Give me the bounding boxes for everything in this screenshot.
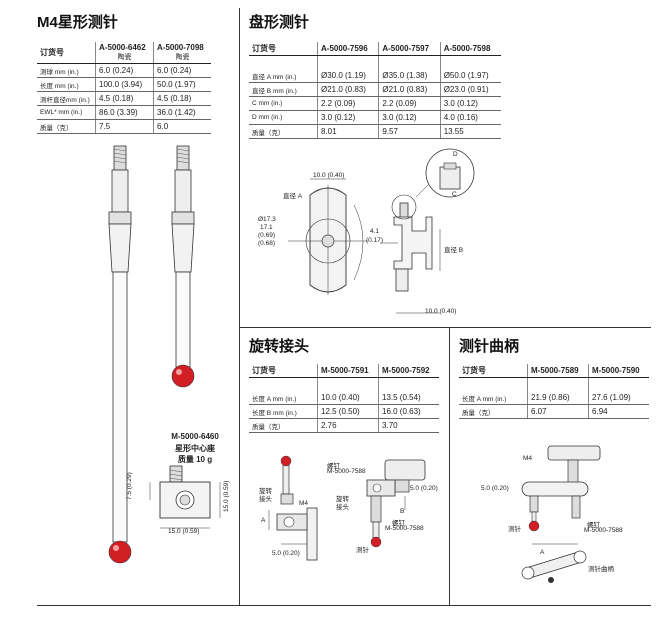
rotary-screw2: 螺钉 (392, 520, 405, 527)
disc-dia-b: 直径 B (444, 247, 464, 254)
table-row: EWL* mm (in.)86.0 (3.39)36.0 (1.42) (37, 105, 211, 120)
stylus-crank-illustration (521, 445, 601, 583)
disc-dim-41: 4.1 (370, 228, 380, 235)
section-title-m4-star: M4星形测针 (37, 14, 118, 31)
table-row: 长度 A mm (in.)21.9 (0.86)27.6 (1.09) (459, 391, 649, 405)
table-row: 直径 A mm (in.)Ø30.0 (1.19)Ø35.0 (1.38)Ø50… (249, 69, 501, 83)
divider-vertical-lower (449, 327, 450, 606)
rotary-joint2b: 接头 (336, 504, 349, 511)
column-header: M-5000-7590 (588, 364, 649, 378)
center-block-dim-height2: 15.0 (0.59) (223, 480, 230, 512)
section-title-disc: 盘形测针 (249, 14, 310, 31)
center-block-part: M-5000-6460 (171, 432, 219, 441)
header-label: 订货号 (37, 42, 96, 64)
disc-spec-table: 订货号 A-5000-7596 A-5000-7597 A-5000-7598 … (249, 42, 501, 139)
rotary-b: B (400, 508, 405, 515)
ruby-ball (171, 364, 195, 388)
stylus-short-illustration (171, 145, 195, 388)
rotary-dim50b: 5.0 (0.20) (410, 485, 438, 492)
column-header: M-5000-7592 (378, 364, 439, 378)
divider-horizontal-mid (239, 327, 651, 328)
rotary-a: A (261, 517, 266, 524)
star-center-block-illustration (149, 465, 221, 529)
center-block-name: 星形中心座 (175, 444, 215, 453)
disc-stylus-illustration (288, 148, 475, 314)
section-title-crank: 测针曲柄 (459, 338, 520, 355)
crank-spec-table: 订货号 M-5000-7589 M-5000-7590 长度 A mm (in.… (459, 364, 649, 419)
crank-label: 测针曲柄 (588, 566, 614, 573)
table-row: D mm (in.)3.0 (0.12)3.0 (0.12)4.0 (0.16) (249, 110, 501, 125)
crank-screw-part: M-5000-7588 (584, 527, 623, 534)
column-header: A-5000-7597 (378, 42, 441, 56)
header-label: 订货号 (249, 364, 318, 378)
rotary-screw-part: M-5000-7588 (327, 468, 366, 475)
table-row: 直径 B mm (in.)Ø21.0 (0.83)Ø21.0 (0.83)Ø23… (249, 82, 501, 97)
disc-label-d: D (453, 151, 458, 158)
header-label: 订货号 (459, 364, 528, 378)
disc-dim-017: (0.17) (366, 237, 383, 244)
table-row: 长度 A mm (in.)10.0 (0.40)13.5 (0.54) (249, 391, 439, 405)
disc-dim-bottom: 10.0 (0.40) (425, 308, 457, 315)
rotary-m4: M4 (299, 500, 309, 507)
rotary-spec-table: 订货号 M-5000-7591 M-5000-7592 长度 A mm (in.… (249, 364, 439, 433)
disc-d069: (0.69) (258, 232, 275, 239)
table-row: 测球 mm (in.)6.0 (0.24)6.0 (0.24) (37, 63, 211, 78)
disc-label-c: C (452, 191, 457, 198)
crank-m4: M4 (523, 455, 533, 462)
header-label: 订货号 (249, 42, 318, 56)
center-block-dim-width: 15.0 (0.59) (168, 528, 200, 535)
table-row: 长度 mm (in.)100.0 (3.94)50.0 (1.97) (37, 77, 211, 92)
table-row: C mm (in.)2.2 (0.09)2.2 (0.09)3.0 (0.12) (249, 96, 501, 111)
section-title-rotary: 旋转接头 (249, 338, 310, 355)
rotary-screw2-part: M-5000-7588 (385, 525, 424, 532)
column-header: M-5000-7591 (316, 364, 379, 378)
center-block-mass: 质量 10 g (177, 455, 213, 464)
ruby-ball (108, 540, 132, 564)
column-header: A-5000-7598 (439, 42, 501, 56)
stylus-long-illustration (108, 145, 132, 564)
rotary-joint1: 旋转 (259, 488, 272, 495)
center-block-dim-height: 7.5 (0.29) (126, 472, 133, 500)
divider-bottom (37, 605, 651, 606)
rotary-screw: 螺钉 (327, 463, 340, 470)
crank-dim50: 5.0 (0.20) (481, 485, 509, 492)
rotary-dim50: 5.0 (0.20) (272, 550, 300, 557)
divider-vertical-main (239, 8, 240, 606)
disc-d171: 17.1 (260, 224, 273, 231)
column-header: M-5000-7589 (526, 364, 589, 378)
crank-a: A (540, 549, 545, 556)
crank-stylus: 测针 (508, 526, 521, 533)
disc-d173: Ø17.3 (258, 216, 276, 223)
rotary-joint2: 旋转 (336, 496, 349, 503)
disc-d068: (0.68) (258, 240, 275, 247)
column-header: A-5000-7596 (316, 42, 379, 56)
rotary-joint1b: 接头 (259, 496, 272, 503)
table-row: 测杆直径mm (in.)4.5 (0.18)4.5 (0.18) (37, 91, 211, 106)
rotary-stylus: 测针 (356, 547, 369, 554)
disc-dia-a: 直径 A (283, 193, 303, 200)
table-row: 长度 B mm (in.)12.5 (0.50)16.0 (0.63) (249, 404, 439, 419)
rotary-joint-illustration (268, 455, 426, 561)
crank-screw: 螺钉 (587, 522, 600, 529)
disc-dim-top: 10.0 (0.40) (313, 172, 345, 179)
